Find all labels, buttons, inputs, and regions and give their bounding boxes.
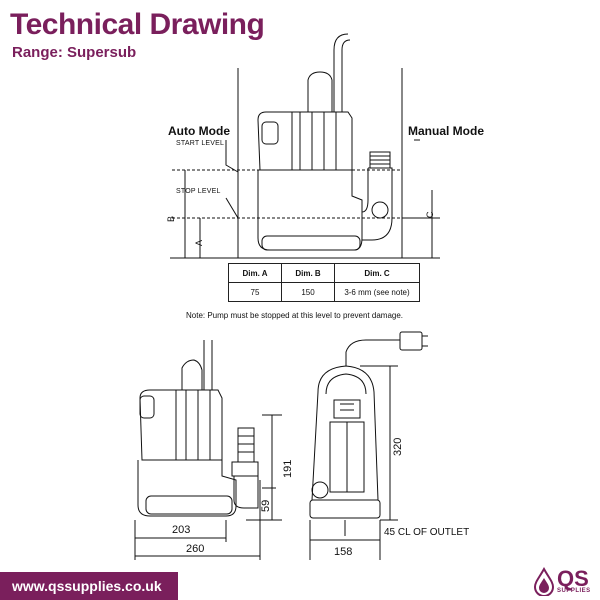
page-title: Technical Drawing: [10, 8, 265, 41]
dim-59: 59: [260, 499, 272, 512]
bottom-right-pump: [309, 331, 428, 519]
top-pump-body: [257, 33, 393, 251]
footer-bar: www.qssupplies.co.uk: [0, 572, 178, 600]
start-level-label: START LEVEL: [176, 140, 225, 147]
stop-level-leader: [225, 197, 239, 219]
dim-191: 191: [282, 459, 294, 478]
dim-a-header: Dim. A: [228, 263, 282, 283]
bottom-left-pump: [137, 340, 259, 517]
dim-203: 203: [172, 524, 191, 536]
dim-a-value: 75: [228, 282, 282, 302]
pump-note: Note: Pump must be stopped at this level…: [186, 311, 404, 320]
drop-icon: [533, 566, 555, 596]
outlet-label: 45 CL OF OUTLET: [384, 527, 470, 538]
dim-b-value: 150: [281, 282, 335, 302]
dim-c-value: 3-6 mm (see note): [334, 282, 420, 302]
dim-260: 260: [186, 543, 205, 555]
dim-c-header: Dim. C: [334, 263, 420, 283]
dim-320: 320: [392, 437, 404, 456]
manual-mode-label: Manual Mode: [408, 124, 485, 138]
start-level-leader: [225, 140, 239, 173]
logo-text: QS: [557, 566, 589, 591]
dim-b-header: Dim. B: [281, 263, 335, 283]
page-subtitle: Range: Supersub: [12, 44, 137, 61]
stop-level-label: STOP LEVEL: [176, 188, 221, 195]
dimension-table: Dim. A Dim. B Dim. C 75 150 3-6 mm (see …: [228, 263, 420, 302]
auto-mode-label: Auto Mode: [168, 124, 230, 138]
website-link[interactable]: www.qssupplies.co.uk: [12, 578, 162, 594]
dim-158: 158: [334, 546, 353, 558]
logo-subtext: SUPPLIES: [557, 588, 591, 594]
dim-a-label: A: [194, 239, 204, 246]
dim-b-label: B: [166, 215, 176, 222]
qs-logo: QS SUPPLIES: [533, 566, 597, 598]
dim-c-label: C: [425, 211, 435, 219]
